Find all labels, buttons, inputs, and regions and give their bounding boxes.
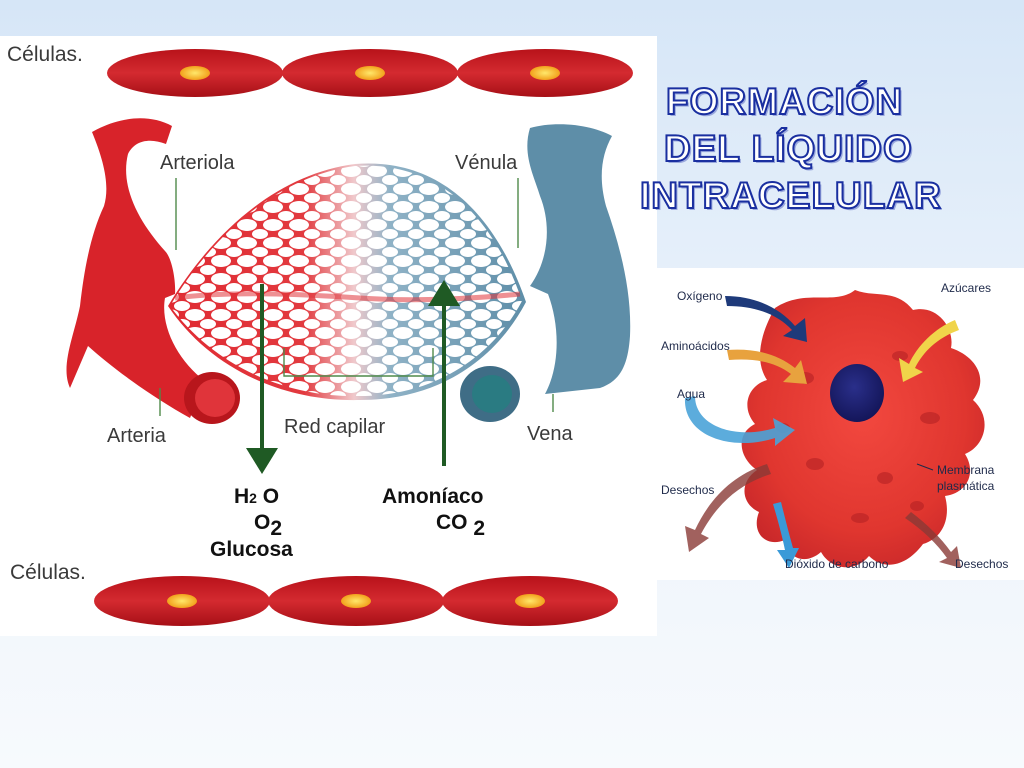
aminoacids-arrow-icon xyxy=(727,349,807,384)
water-label: Agua xyxy=(677,387,705,401)
cell-nucleus xyxy=(355,66,385,80)
arteriole-label: Arteriola xyxy=(160,152,235,174)
glucose-label: Glucosa xyxy=(210,538,293,561)
sugars-arrow-icon xyxy=(899,320,959,382)
capillary-network xyxy=(168,163,526,401)
water-formula: H xyxy=(234,485,249,508)
sugars-label: Azúcares xyxy=(941,281,991,295)
ammonia-label: Amoníaco xyxy=(382,485,484,508)
waste-right-arrow-icon xyxy=(905,512,961,568)
co2-arrow-icon xyxy=(773,502,799,568)
cells-top-label: Células. xyxy=(7,43,83,66)
nucleus xyxy=(830,364,884,422)
cell-body xyxy=(741,290,985,568)
oxygen-label: Oxígeno xyxy=(677,289,723,303)
substances-in: Amoníaco CO 2 xyxy=(382,485,485,540)
membrane-label-2: plasmática xyxy=(937,479,995,493)
svg-text:CO 2: CO 2 xyxy=(436,511,485,540)
oxygen-formula: O xyxy=(254,511,270,534)
capillary-diagram-panel: Células. xyxy=(0,36,657,636)
title-line-3: INTRACELULAR xyxy=(639,174,942,217)
cells-bottom xyxy=(94,576,618,626)
cell-exchange-diagram: Oxígeno Azúcares Aminoácidos Agua Desech… xyxy=(661,281,1008,571)
svg-text:O2: O2 xyxy=(254,511,282,540)
arrow-down-icon xyxy=(246,284,278,474)
oxygen-subscript: 2 xyxy=(270,517,282,540)
co2-formula: CO xyxy=(436,511,468,534)
co2-subscript: 2 xyxy=(468,517,486,540)
membrane-label-1: Membrana xyxy=(937,463,995,477)
leader-lines xyxy=(159,178,554,416)
vein-vessel xyxy=(460,124,631,422)
vein-label: Vena xyxy=(527,423,573,445)
title-line-1: FORMACIÓN xyxy=(665,80,904,123)
svg-text:H2 O: H2 O xyxy=(234,485,279,508)
cell-nucleus xyxy=(167,594,197,608)
capillary-diagram: Células. xyxy=(7,43,633,626)
venule-label: Vénula xyxy=(455,152,518,174)
cell-nucleus xyxy=(341,594,371,608)
cell-nucleus xyxy=(530,66,560,80)
artery-vessel xyxy=(66,118,240,424)
waste-right-label: Desechos xyxy=(955,557,1008,571)
membrane-leader xyxy=(916,463,934,471)
arrow-up-icon xyxy=(428,280,460,466)
waste-left-label: Desechos xyxy=(661,483,714,497)
artery-label: Arteria xyxy=(107,425,167,447)
water-arrow-icon xyxy=(684,396,795,446)
slide-title: FORMACIÓN DEL LÍQUIDO INTRACELULAR xyxy=(639,78,1024,219)
aminoacids-label: Aminoácidos xyxy=(661,339,730,353)
cell-exchange-panel: Oxígeno Azúcares Aminoácidos Agua Desech… xyxy=(655,268,1024,580)
substances-out: H2 O O2 Glucosa xyxy=(210,485,293,561)
oxygen-arrow-icon xyxy=(725,296,807,342)
capillary-network-label: Red capilar xyxy=(284,416,386,438)
water-formula-rest: O xyxy=(257,485,279,508)
title-line-2: DEL LÍQUIDO xyxy=(663,127,913,170)
waste-left-arrow-icon xyxy=(685,464,771,552)
co2-label: Dióxido de carbono xyxy=(785,557,889,571)
cells-top xyxy=(107,49,633,97)
water-subscript: 2 xyxy=(249,490,257,506)
cell-nucleus xyxy=(515,594,545,608)
cell-nucleus xyxy=(180,66,210,80)
cells-bottom-label: Células. xyxy=(10,561,86,584)
